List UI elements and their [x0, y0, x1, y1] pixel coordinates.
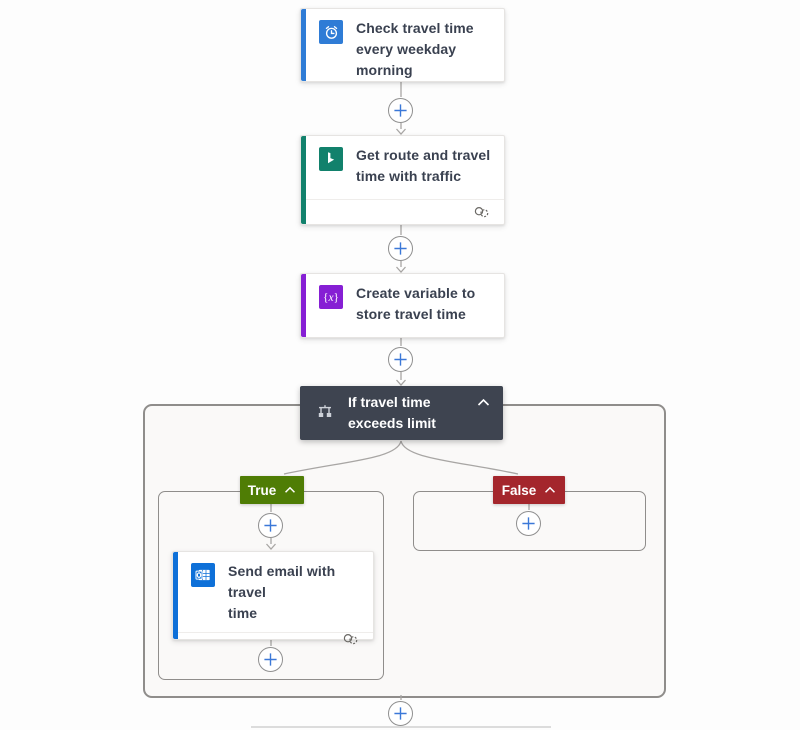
recurrence-clock-icon — [319, 20, 343, 44]
linked-connection-icon — [343, 633, 358, 645]
false-branch-badge[interactable]: False — [493, 476, 565, 504]
plus-icon — [394, 707, 407, 720]
outlook-icon — [191, 563, 215, 587]
get-route-accent-bar — [301, 136, 306, 224]
chevron-up-icon — [477, 398, 490, 406]
create-variable-action-card[interactable]: {x} Create variable to store travel time — [300, 273, 505, 338]
send-email-action-label: Send email with travel time — [228, 563, 336, 621]
send-email-accent-bar — [173, 552, 178, 639]
create-variable-accent-bar — [301, 274, 306, 337]
get-route-action-card[interactable]: Get route and travel time with traffic — [300, 135, 505, 225]
condition-collapse-button[interactable] — [475, 396, 492, 409]
variable-icon: {x} — [319, 285, 343, 309]
plus-icon — [394, 104, 407, 117]
bing-maps-icon — [319, 147, 343, 171]
linked-connection-icon — [474, 206, 489, 217]
plus-icon — [394, 353, 407, 366]
insert-step-button[interactable] — [388, 701, 413, 726]
create-variable-action-label: Create variable to store travel time — [356, 285, 476, 322]
chevron-up-icon — [285, 486, 296, 493]
insert-step-button[interactable] — [258, 513, 283, 538]
svg-text:{x}: {x} — [323, 292, 339, 304]
plus-icon — [394, 242, 407, 255]
condition-icon — [315, 403, 335, 423]
false-branch-label: False — [501, 482, 537, 498]
send-email-action-card[interactable]: Send email with travel time — [172, 551, 374, 645]
true-branch-badge[interactable]: True — [240, 476, 304, 504]
chevron-up-icon — [545, 486, 556, 493]
insert-step-button[interactable] — [258, 647, 283, 672]
insert-step-button[interactable] — [388, 98, 413, 123]
insert-step-button[interactable] — [516, 511, 541, 536]
condition-label: If travel time exceeds limit — [348, 394, 436, 431]
condition-header-card[interactable]: If travel time exceeds limit — [300, 386, 503, 440]
trigger-card-label: Check travel time every weekday morning — [356, 20, 474, 78]
trigger-accent-bar — [301, 9, 306, 81]
plus-icon — [264, 653, 277, 666]
trigger-card[interactable]: Check travel time every weekday morning — [300, 8, 505, 82]
true-branch-label: True — [247, 482, 277, 498]
insert-step-button[interactable] — [388, 236, 413, 261]
plus-icon — [264, 519, 277, 532]
get-route-action-label: Get route and travel time with traffic — [356, 147, 491, 184]
plus-icon — [522, 517, 535, 530]
insert-step-button[interactable] — [388, 347, 413, 372]
